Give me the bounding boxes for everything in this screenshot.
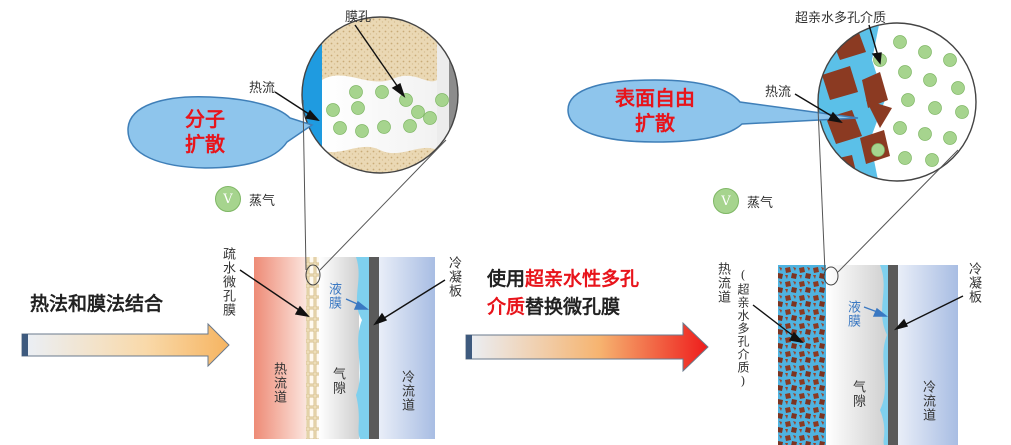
- left-channel-assembly: [254, 257, 435, 439]
- combination-text: 热法和膜法结合: [30, 293, 164, 315]
- right-heat-flow-label: 热流: [765, 85, 792, 100]
- molecular-diffusion-text: 分子 扩散: [150, 107, 260, 157]
- membrane-pore-label: 膜孔: [345, 10, 372, 25]
- line2-highlight: 介质: [487, 296, 526, 318]
- left-cold-channel-label: 冷流道: [399, 370, 414, 412]
- callout-line-2: 扩散: [635, 111, 675, 135]
- line1-prefix: 使用: [487, 268, 526, 290]
- line2-suffix: 替换微孔膜: [525, 296, 621, 318]
- molecular-diffusion-callout: [127, 96, 314, 169]
- vapor-label: 蒸气: [747, 195, 774, 211]
- right-liquid-film-label: 液膜: [845, 300, 860, 328]
- pointer-arrows: [239, 24, 964, 344]
- vapor-icon: V: [215, 186, 241, 212]
- right-channel-assembly: [778, 265, 958, 445]
- left-hot-channel-label: 热流道: [271, 362, 286, 404]
- callout-line-1: 表面自由: [615, 86, 695, 110]
- membrane-pore-magnified: [302, 17, 458, 173]
- surface-diffusion-callout: [567, 79, 859, 143]
- right-air-gap-label: 气隙: [850, 380, 865, 408]
- left-flow-arrow: [21, 322, 230, 368]
- left-vapor-legend: V 蒸气: [215, 186, 275, 212]
- porous-medium-magnified: [818, 23, 976, 181]
- right-vapor-legend: V 蒸气: [713, 188, 773, 214]
- left-air-gap-label: 气隙: [330, 367, 345, 395]
- right-hot-channel-label: 热流道: [715, 262, 730, 304]
- vapor-label: 蒸气: [249, 193, 276, 209]
- surface-diffusion-text: 表面自由 扩散: [590, 86, 720, 136]
- porous-medium-paren-label: (超亲水多孔介质): [736, 268, 750, 389]
- left-heat-flow-label: 热流: [249, 81, 276, 96]
- left-condensing-plate-label: 冷凝板: [446, 256, 461, 298]
- magnifier-lines: [302, 99, 959, 273]
- callout-line-2: 扩散: [185, 132, 225, 156]
- hydrophobic-membrane-label: 疏水微孔膜: [220, 247, 235, 317]
- right-condensing-plate-label: 冷凝板: [966, 262, 981, 304]
- left-liquid-film-label: 液膜: [326, 282, 341, 310]
- porous-medium-label: 超亲水多孔介质: [795, 11, 887, 26]
- right-cold-channel-label: 冷流道: [920, 380, 935, 422]
- middle-flow-arrow: [465, 321, 709, 373]
- callout-line-1: 分子: [185, 107, 225, 131]
- replacement-text: 使用超亲水性多孔 介质替换微孔膜: [487, 265, 639, 321]
- line1-highlight: 超亲水性多孔: [525, 268, 640, 290]
- vapor-icon: V: [713, 188, 739, 214]
- liquid-film-arrows: [345, 298, 889, 317]
